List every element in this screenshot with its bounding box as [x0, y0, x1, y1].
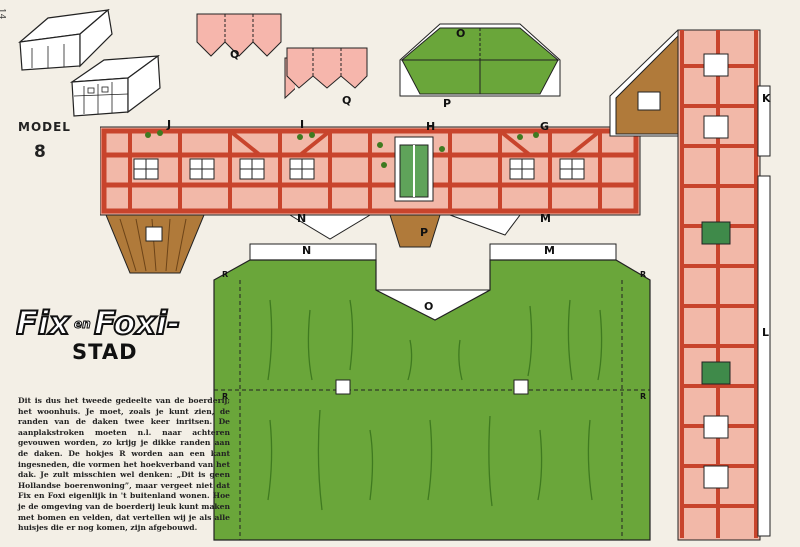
subtitle-stad: STAD: [72, 340, 138, 364]
label-j: J: [167, 118, 172, 131]
piece-o-p: [399, 23, 561, 97]
label-l: L: [762, 326, 770, 339]
main-wall-strip: [100, 126, 641, 274]
label-q-bottom: Q: [342, 94, 352, 107]
label-i: I: [300, 118, 305, 131]
label-o-roof: O: [424, 300, 434, 313]
model-preview-sketch: [18, 8, 161, 117]
label-p-bottom: P: [420, 226, 429, 239]
label-k: K: [762, 92, 771, 105]
label-h: H: [426, 120, 436, 133]
label-r4: R: [640, 392, 647, 401]
fix-en-foxi-logo: Fix en Foxi-: [16, 303, 181, 343]
label-n-wall: N: [297, 212, 307, 225]
piece-q-lower: [286, 47, 368, 89]
page-number: 14: [0, 8, 6, 20]
roof-piece: [213, 243, 651, 541]
description-text: Dit is dus het tweede gedeelte van de bo…: [18, 396, 230, 533]
svg-text:Fix: Fix: [16, 304, 71, 342]
label-m-roof: M: [544, 244, 555, 257]
label-p: P: [443, 97, 452, 110]
svg-text:Foxi-: Foxi-: [94, 304, 180, 342]
label-r2: R: [640, 270, 647, 279]
piece-q: [196, 13, 295, 100]
label-n-roof: N: [302, 244, 312, 257]
label-r1: R: [222, 270, 229, 279]
model-number: 8: [34, 142, 46, 162]
piece-k-l: [609, 29, 771, 541]
svg-text:en: en: [74, 317, 91, 331]
label-g: G: [540, 120, 550, 133]
label-o-top: O: [456, 27, 466, 40]
label-m-wall: M: [540, 212, 551, 225]
model-label: MODEL: [18, 120, 71, 134]
label-r3: R: [222, 392, 229, 401]
label-q-top: Q: [230, 48, 240, 61]
